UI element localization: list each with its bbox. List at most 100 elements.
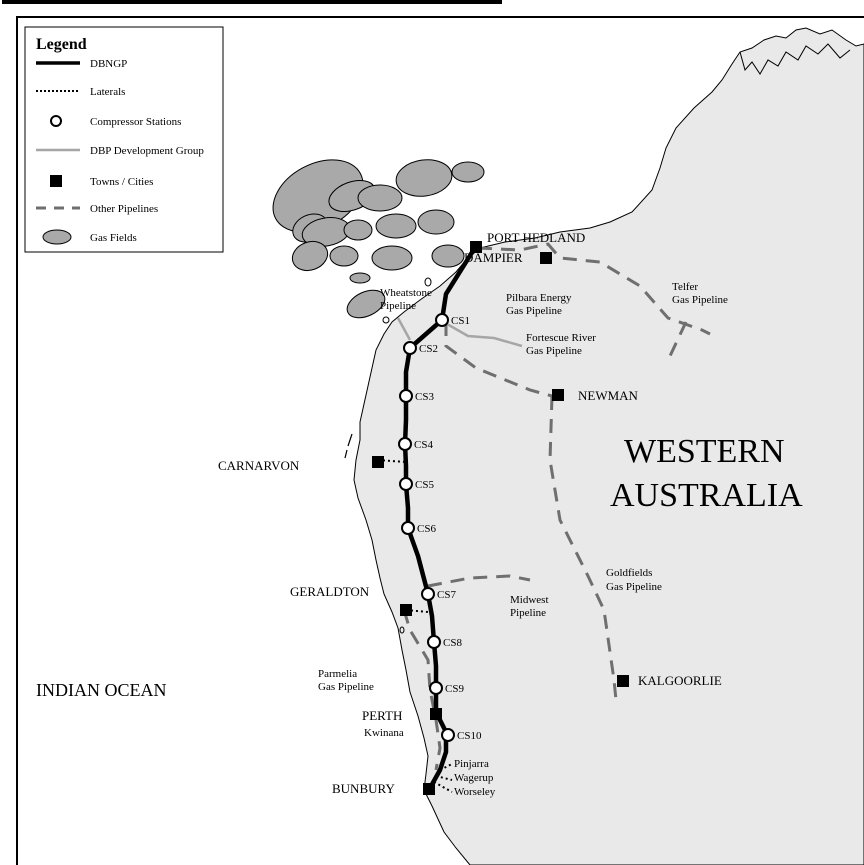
compressor-station-label-cs10: CS10 [457, 730, 482, 742]
gas-field [346, 289, 386, 319]
midwest-label-2: Pipeline [510, 607, 546, 619]
wagerup-label: Wagerup [454, 772, 494, 784]
pilbara-label-2: Gas Pipeline [506, 305, 562, 317]
towns [372, 241, 629, 795]
legend-towns-label: Towns / Cities [90, 176, 153, 188]
pilbara-energy-pipeline [477, 242, 711, 336]
dbp-development-group [396, 317, 523, 348]
region-label-line2: AUSTRALIA [610, 477, 803, 514]
kwinana-label: Kwinana [364, 727, 404, 739]
gas-field [329, 245, 359, 267]
parmelia-gas-pipeline [402, 609, 442, 771]
geraldton-marker [400, 604, 412, 616]
pinjarra-lateral [439, 763, 453, 771]
perth-label: PERTH [362, 708, 402, 723]
gas-field [395, 159, 453, 197]
kimberley-coastline-detail [739, 43, 851, 75]
parmelia-label-2: Gas Pipeline [318, 681, 374, 693]
kalgoorlie-label: KALGOORLIE [638, 673, 722, 688]
legend: Legend DBNGP Laterals Compressor Station… [24, 26, 224, 253]
gas-field [343, 219, 373, 241]
compressor-station-label-cs9: CS9 [445, 683, 464, 695]
compressor-station-label-cs2: CS2 [419, 343, 438, 355]
geraldton-lateral [405, 609, 429, 613]
legend-other-label: Other Pipelines [90, 203, 158, 215]
carnarvon-marker [372, 456, 384, 468]
island [424, 277, 432, 287]
midwest-pipeline [427, 574, 531, 588]
fortescue-label-1: Fortescue River [526, 332, 596, 344]
worseley-label: Worseley [454, 786, 496, 798]
pilbara-label-1: Pilbara Energy [506, 292, 572, 304]
telfer-label-1: Telfer [672, 281, 698, 293]
gas-fields [272, 159, 485, 319]
newman-label: NEWMAN [578, 388, 639, 403]
telfer-label-2: Gas Pipeline [672, 294, 728, 306]
compressor-station-label-cs1: CS1 [451, 315, 470, 327]
goldfields-label-1: Goldfields [606, 567, 652, 579]
legend-towns-symbol [50, 175, 62, 187]
kalgoorlie-marker [617, 675, 629, 687]
midwest-label-1: Midwest [510, 594, 549, 606]
gas-field [357, 184, 403, 212]
dampier-label: DAMPIER [464, 250, 523, 265]
carnarvon-label: CARNARVON [218, 458, 300, 473]
map-frame [16, 16, 864, 865]
compressor-station-cs2 [403, 341, 417, 355]
compressor-station-label-cs6: CS6 [417, 523, 436, 535]
fortescue-label-2: Gas Pipeline [526, 345, 582, 357]
legend-compressor-symbol [50, 115, 62, 127]
legend-title: Legend [36, 36, 87, 53]
compressor-station-cs1 [435, 313, 449, 327]
compressor-station-cs6 [401, 521, 415, 535]
goldfields-gas-pipeline [548, 395, 618, 701]
port-hedland-marker [540, 252, 552, 264]
ocean-label: INDIAN OCEAN [36, 680, 166, 700]
island [382, 316, 390, 324]
legend-laterals-label: Laterals [90, 86, 125, 98]
goldfields-label-2: Gas Pipeline [606, 581, 662, 593]
region-label-line1: WESTERN [624, 433, 785, 470]
newman-marker [552, 389, 564, 401]
legend-dbp-label: DBP Development Group [90, 145, 204, 157]
compressor-station-cs4 [398, 437, 412, 451]
compressor-station-cs7 [421, 587, 435, 601]
compressor-station-label-cs5: CS5 [415, 479, 434, 491]
legend-dbngp-label: DBNGP [90, 58, 127, 70]
gas-field [291, 240, 329, 272]
fortescue-river-gas-pipeline [439, 318, 523, 348]
laterals [377, 459, 453, 793]
legend-gasfield-symbol [42, 229, 72, 245]
compressor-station-label-cs7: CS7 [437, 589, 456, 601]
legend-gasfield-label: Gas Fields [90, 232, 137, 244]
wheatstone-label-2: Pipeline [380, 300, 416, 312]
compressor-station-cs5 [399, 477, 413, 491]
compressor-station-cs9 [429, 681, 443, 695]
compressor-station-cs3 [399, 389, 413, 403]
bunbury-marker [423, 783, 435, 795]
gas-field [451, 161, 485, 183]
gas-field [417, 209, 455, 235]
dampier-marker [470, 241, 482, 253]
gas-field [371, 245, 413, 271]
island [399, 626, 405, 634]
perth-marker [430, 708, 442, 720]
gas-field [349, 272, 371, 284]
worseley-lateral [433, 781, 453, 793]
compressor-station-label-cs8: CS8 [443, 637, 462, 649]
compressor-station-cs10 [441, 728, 455, 742]
western-australia-landmass [353, 27, 864, 865]
compressor-station-label-cs4: CS4 [414, 439, 433, 451]
compressor-station-label-cs3: CS3 [415, 391, 434, 403]
telfer-branch-pipeline [668, 321, 688, 357]
pinjarra-label: Pinjarra [454, 758, 489, 770]
gas-field [431, 244, 465, 268]
wheatstone-pipeline [396, 317, 412, 341]
geraldton-label: GERALDTON [290, 584, 370, 599]
port-hedland-label: PORT HEDLAND [487, 230, 585, 245]
parmelia-label-1: Parmelia [318, 668, 357, 680]
wheatstone-label-1: Wheatstone [380, 287, 432, 299]
caption-fragment [2, 0, 502, 4]
